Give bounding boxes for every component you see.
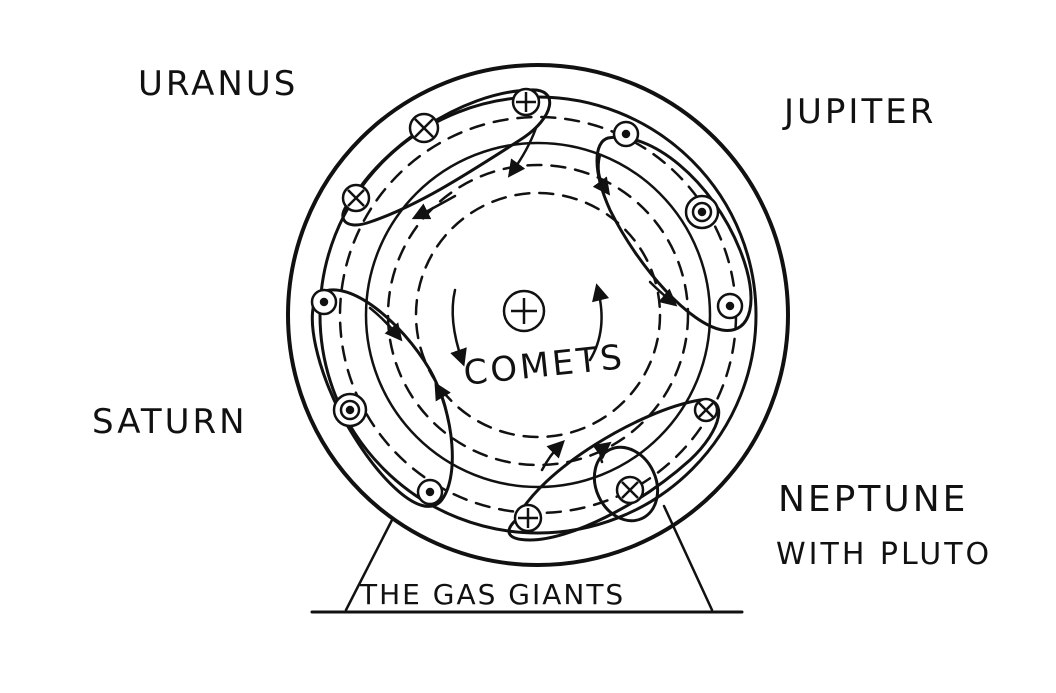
saturn-symbol-3 [416, 478, 444, 506]
jupiter-loop [592, 135, 753, 332]
orbit-ring-3 [386, 163, 690, 467]
pluto-loop [592, 441, 660, 523]
saturn-symbol-1 [310, 288, 338, 316]
saturn-symbol-2 [332, 392, 368, 428]
neptune-symbol-2 [693, 397, 719, 423]
outer-ring [286, 63, 790, 567]
saturn-loop [310, 288, 454, 508]
orbit-ring-4 [414, 191, 662, 439]
neptune-pluto-label: WITH PLUTO [776, 537, 993, 572]
stand [310, 504, 744, 614]
jupiter-symbol-2 [684, 194, 720, 230]
pluto-symbol [615, 475, 645, 505]
jupiter-symbol-3 [716, 292, 744, 320]
jupiter-label: JUPITER [784, 92, 937, 132]
center-plus-symbol [502, 289, 546, 333]
orbit-ring-2 [364, 141, 712, 489]
comet-arrow-left [450, 288, 467, 367]
uranus-symbol-1 [408, 112, 440, 144]
neptune-loop [507, 398, 721, 542]
saturn-label: SATURN [92, 402, 248, 442]
uranus-label: URANUS [138, 64, 299, 104]
neptune-symbol-1 [513, 503, 543, 533]
uranus-symbol-2 [341, 183, 371, 213]
gas-giants-label: THE GAS GIANTS [360, 578, 626, 611]
neptune-label: NEPTUNE [778, 479, 969, 520]
jupiter-symbol-1 [612, 120, 640, 148]
uranus-symbol-3 [511, 87, 541, 117]
comet-arrow-right [588, 283, 610, 362]
